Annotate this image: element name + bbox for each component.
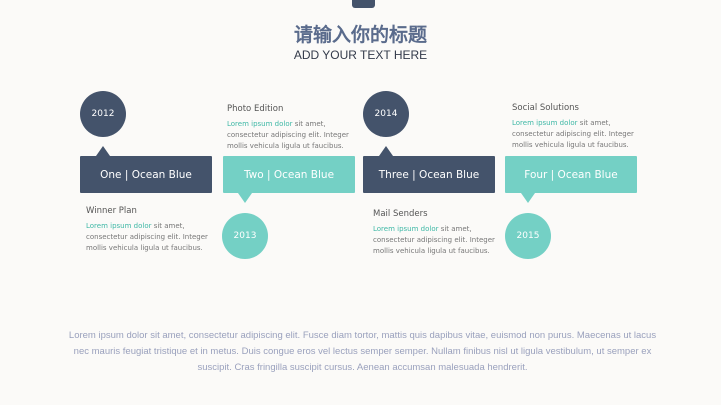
block-heading: Social Solutions bbox=[512, 103, 579, 113]
block-text: sit amet, consectetur adipiscing elit. I… bbox=[512, 119, 634, 149]
year-circle-2013: 2013 bbox=[222, 213, 268, 259]
year-circle-2014: 2014 bbox=[363, 91, 409, 137]
page-title: 请输入你的标题 bbox=[293, 24, 427, 46]
text-block-social-solutions: Social Solutions Lorem ipsum dolor sit a… bbox=[512, 103, 647, 151]
pointer-down bbox=[521, 193, 535, 203]
text-block-photo-edition: Photo Edition Lorem ipsum dolor sit amet… bbox=[227, 104, 362, 152]
block-highlight: Lorem ipsum dolor bbox=[373, 225, 439, 233]
year-circle-2015: 2015 bbox=[505, 213, 551, 259]
pointer-down bbox=[238, 193, 252, 203]
block-highlight: Lorem ipsum dolor bbox=[512, 119, 578, 127]
block-highlight: Lorem ipsum dolor bbox=[227, 120, 293, 128]
year-circle-2012: 2012 bbox=[80, 91, 126, 137]
block-highlight: Lorem ipsum dolor bbox=[86, 222, 152, 230]
timeline-box-four: Four | Ocean Blue bbox=[505, 156, 637, 193]
text-block-winner-plan: Winner Plan Lorem ipsum dolor sit amet, … bbox=[86, 206, 221, 254]
page-subtitle: ADD YOUR TEXT HERE bbox=[293, 48, 428, 62]
top-tab-marker bbox=[352, 0, 375, 8]
footer-paragraph: Lorem ipsum dolor sit amet, consectetur … bbox=[68, 330, 657, 373]
pointer-up bbox=[379, 146, 393, 156]
timeline-box-two: Two | Ocean Blue bbox=[223, 156, 355, 193]
pointer-up bbox=[96, 146, 110, 156]
timeline-box-three: Three | Ocean Blue bbox=[363, 156, 495, 193]
text-block-mail-senders: Mail Senders Lorem ipsum dolor sit amet,… bbox=[373, 209, 508, 257]
block-text: sit amet, consectetur adipiscing elit. I… bbox=[86, 222, 208, 252]
block-text: sit amet, consectetur adipiscing elit. I… bbox=[227, 120, 349, 150]
block-heading: Mail Senders bbox=[373, 209, 428, 219]
block-text: sit amet, consectetur adipiscing elit. I… bbox=[373, 225, 495, 255]
block-heading: Photo Edition bbox=[227, 104, 284, 114]
timeline-box-one: One | Ocean Blue bbox=[80, 156, 212, 193]
block-heading: Winner Plan bbox=[86, 206, 137, 216]
